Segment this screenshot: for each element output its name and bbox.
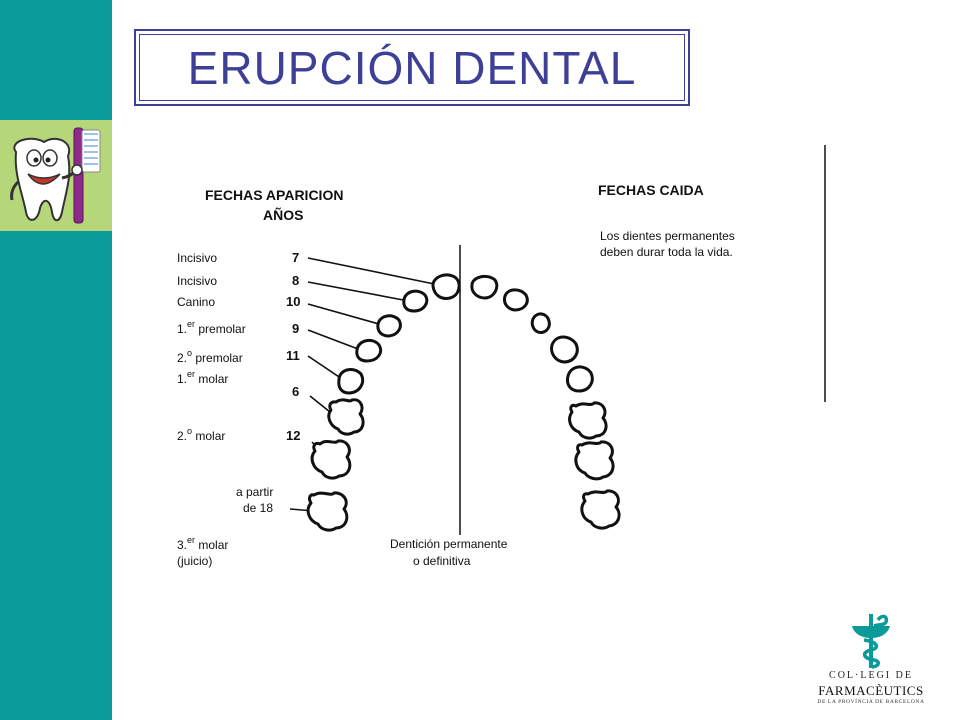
tooth-canine-left [376,314,402,338]
tooth-labels: Incisivo Incisivo Canino 1.er premolar 2… [177,251,246,568]
tooth-third-molar-right [580,489,621,530]
tooth-first-premolar-right [550,335,579,364]
dentition-caption-line1: Dentición permanente [390,537,508,551]
leader-line [307,303,387,327]
tooth-label: 2.o molar [177,426,225,443]
tooth-age: 8 [292,273,299,288]
tooth-label: Incisivo [177,251,217,265]
tooth-age: 12 [286,428,300,443]
leader-line [307,257,445,287]
tooth-central-incisor-right [470,274,499,300]
appearance-years-header: AÑOS [263,206,303,223]
tooth-age: 6 [292,384,299,399]
tooth-label: 2.o premolar [177,348,243,365]
right-arch-teeth [470,274,621,530]
tooth-ages: 7 8 10 9 11 6 12 a partir de 18 [236,250,300,515]
fall-note-line1: Los dientes permanentes [600,229,735,243]
tooth-second-molar-left [310,439,352,480]
tooth-mascot-icon [10,127,101,224]
tooth-central-incisor-left [431,273,461,300]
tooth-lateral-incisor-right [503,288,529,312]
logo-text-line3: DE LA PROVÍNCIA DE BARCELONA [817,699,925,705]
tooth-third-molar-left [306,491,349,532]
third-molar-label-line2: (juicio) [177,554,212,568]
tooth-label: 1.er molar [177,369,228,386]
tooth-lateral-incisor-left [402,289,429,313]
leader-line [307,281,415,303]
third-molar-label: 3.er molar [177,535,228,552]
mascot-tile [0,120,112,231]
tooth-age: 10 [286,294,300,309]
tooth-age: 7 [292,250,299,265]
tooth-label: Incisivo [177,274,217,288]
tooth-age: 11 [286,348,300,363]
fall-header: FECHAS CAIDA [598,182,704,198]
tooth-first-premolar-left [355,338,383,363]
tooth-first-molar-right [568,401,608,440]
tooth-canine-right [530,312,551,334]
college-logo: COL·LEGI DE FARMACÈUTICS DE LA PROVÍNCIA… [812,610,930,710]
tooth-label: Canino [177,295,215,309]
third-molar-age-line2: de 18 [243,501,273,515]
tooth-second-premolar-right [566,365,594,393]
tooth-second-molar-right [574,440,615,481]
logo-text-line1: COL·LEGI DE [829,670,913,681]
title-box: ERUPCIÓN DENTAL [134,29,690,106]
dentition-caption-line2: o definitiva [413,554,471,568]
third-molar-age-line1: a partir [236,485,273,499]
appearance-header: FECHAS APARICION [205,187,343,203]
tooth-age: 9 [292,321,299,336]
caduceus-icon [852,614,890,669]
logo-text-line2: FARMACÈUTICS [818,683,924,698]
fall-note-line2: deben durar toda la vida. [600,245,733,259]
left-arch-teeth [306,273,461,532]
tooth-first-molar-left [327,398,365,436]
tooth-label: 1.er premolar [177,319,246,336]
tooth-second-premolar-left [337,367,365,395]
